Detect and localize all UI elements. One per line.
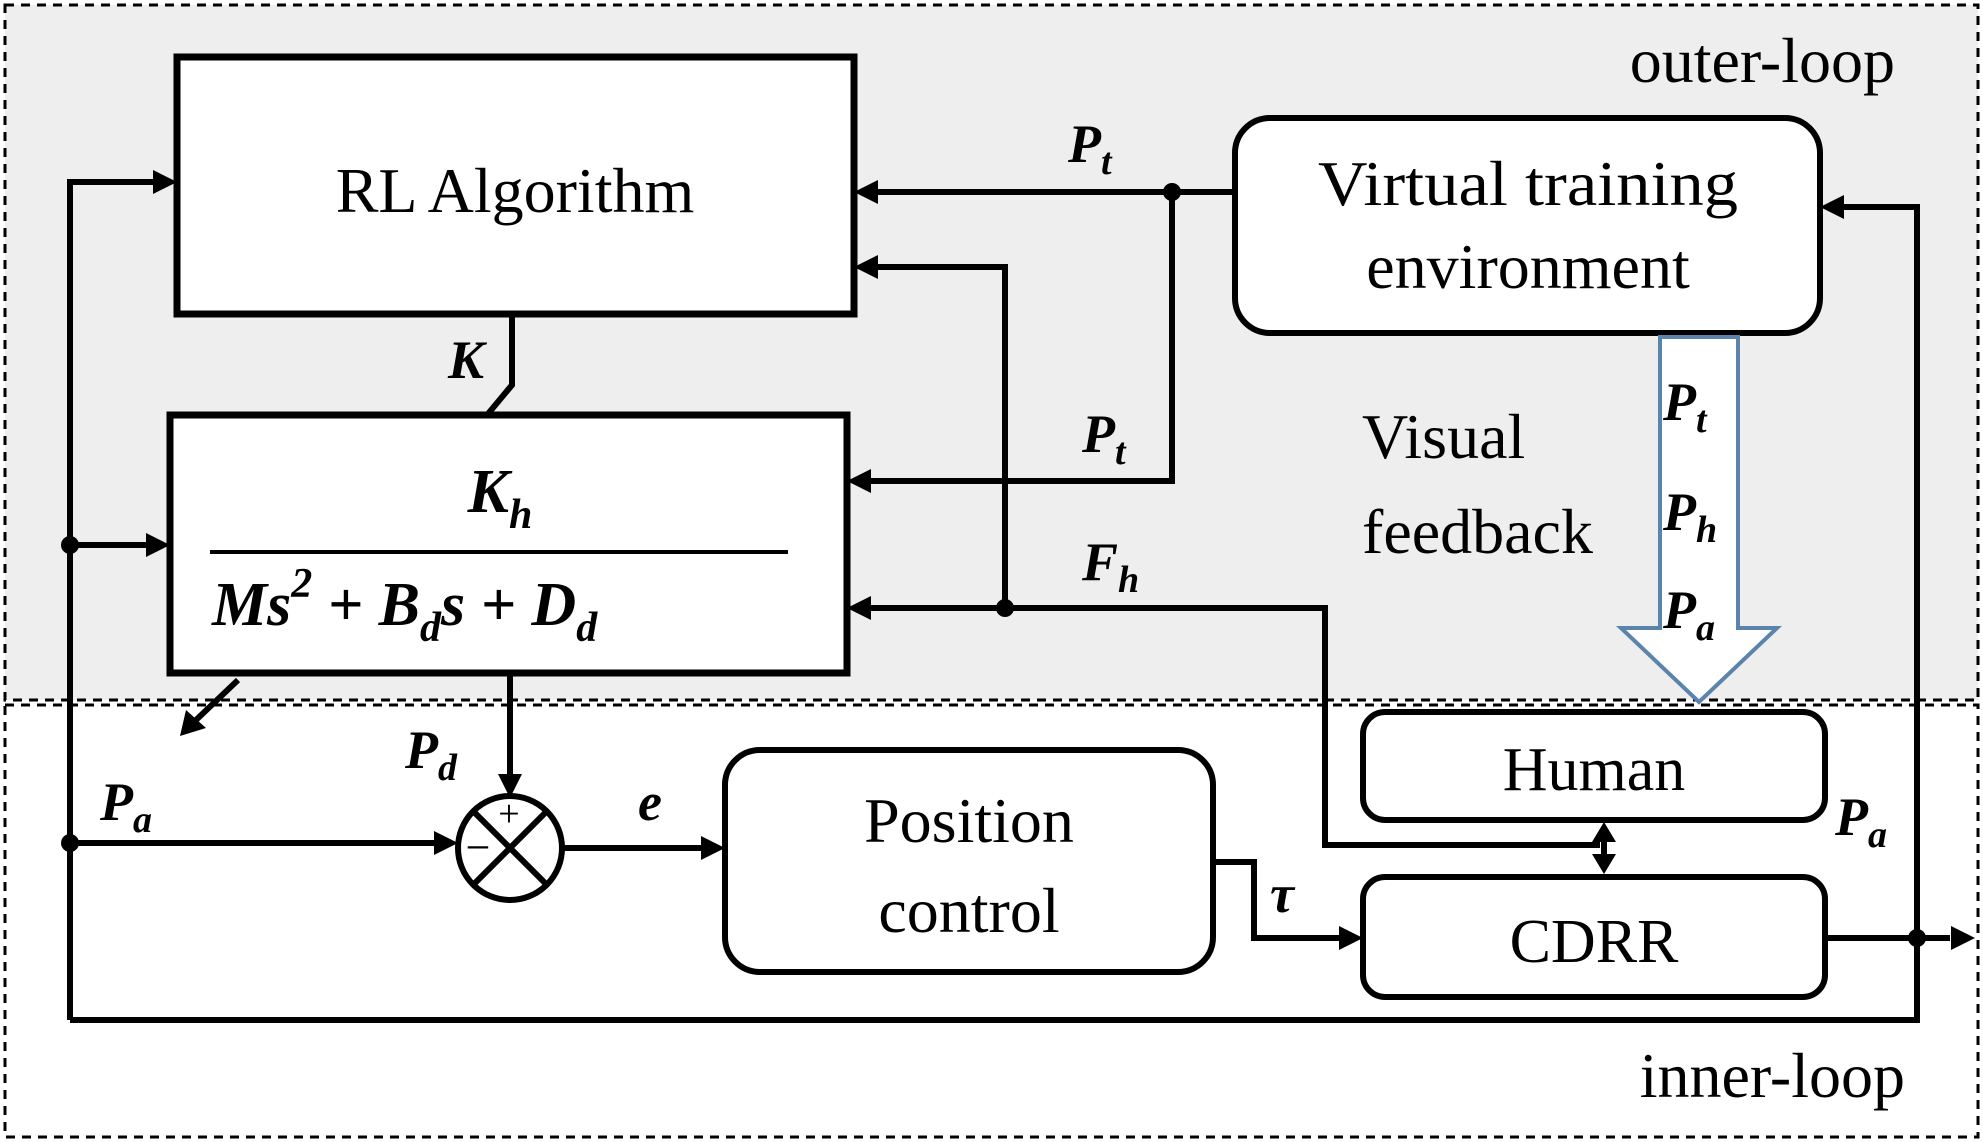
signal-pa-right: Pa — [1834, 787, 1887, 856]
svg-text:Kh: Kh — [467, 458, 533, 538]
vf-signal-ph: Ph — [1662, 482, 1717, 551]
rl-algorithm-block: RL Algorithm — [173, 53, 858, 318]
outer-loop-label: outer-loop — [1630, 25, 1895, 96]
signal-fh: Fh — [1081, 532, 1139, 601]
junction-dots — [61, 183, 1926, 947]
signal-pt-mid: Pt — [1081, 404, 1127, 473]
svg-text:Virtual training: Virtual training — [1318, 148, 1738, 219]
svg-text:RL Algorithm: RL Algorithm — [336, 155, 695, 226]
vf-signal-pt: Pt — [1662, 372, 1708, 441]
tf-denominator: Ms2 + Bds + Dd — [211, 561, 598, 651]
virtual-training-environment-block: Virtual training environment — [1232, 115, 1823, 336]
human-block: Human — [1360, 709, 1828, 823]
transfer-function-block: Kh Ms2 + Bds + Dd — [166, 411, 851, 677]
signal-tau: τ — [1270, 864, 1296, 924]
visual-feedback-label-line1: Visual — [1362, 401, 1525, 472]
tf-numerator: K — [467, 458, 513, 526]
svg-text:CDRR: CDRR — [1510, 908, 1679, 976]
svg-text:environment: environment — [1366, 231, 1690, 302]
svg-text:control: control — [878, 875, 1059, 946]
position-control-block: Position control — [722, 747, 1216, 975]
vf-signal-pa: Pa — [1662, 580, 1715, 649]
signal-e: e — [638, 772, 662, 832]
signal-pd: Pd — [404, 720, 458, 789]
summing-junction: + − — [455, 793, 565, 903]
signal-wires — [67, 179, 1950, 1023]
svg-text:Position: Position — [864, 785, 1074, 856]
inner-loop-label: inner-loop — [1640, 1040, 1905, 1111]
svg-text:Human: Human — [1503, 736, 1686, 804]
visual-feedback-label-line2: feedback — [1362, 496, 1593, 567]
arrowheads — [146, 170, 1975, 950]
signal-pa-left: Pa — [99, 772, 152, 841]
plus-sign: + — [498, 793, 519, 835]
visual-feedback-arrow — [1615, 335, 1783, 705]
minus-sign: − — [466, 823, 491, 872]
signal-k: K — [447, 330, 488, 390]
signal-pt-top: Pt — [1067, 114, 1113, 183]
cdrr-block: CDRR — [1360, 874, 1828, 1000]
